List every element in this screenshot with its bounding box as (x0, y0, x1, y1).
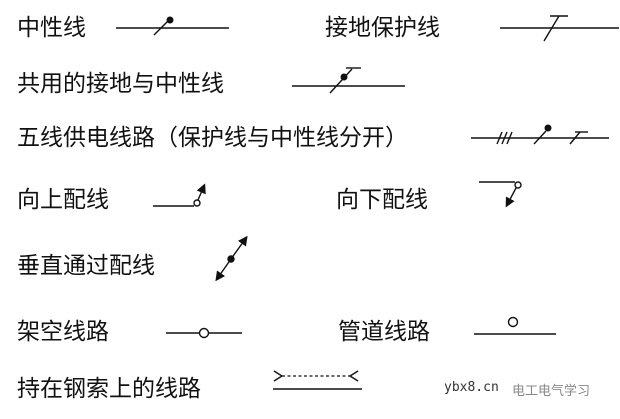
label-overhead-line: 架空线路 (17, 319, 109, 345)
watermark-account: 电工电气学习 (512, 384, 591, 399)
watermark-site: ybx8.cn (444, 380, 499, 395)
overhead-line-symbol (166, 327, 242, 339)
wiring-downward-symbol (479, 181, 522, 208)
label-wiring-downward: 向下配线 (336, 187, 428, 213)
label-catenary-wire-line: 持在钢索上的线路 (17, 376, 201, 402)
conduit-line-symbol (474, 316, 556, 335)
neutral-line-symbol (116, 16, 229, 36)
label-protective-earth-line: 接地保护线 (325, 15, 440, 41)
wiring-upward-symbol (153, 183, 206, 207)
protective-earth-line-symbol (500, 15, 619, 42)
label-wiring-upward: 向上配线 (17, 187, 109, 213)
label-wiring-vertical-through: 垂直通过配线 (17, 253, 155, 279)
five-wire-line-symbol (471, 124, 609, 145)
wiring-vertical-through-symbol (215, 235, 248, 282)
label-conduit-line: 管道线路 (338, 319, 430, 345)
label-neutral-line: 中性线 (17, 15, 86, 41)
label-five-wire-line: 五线供电线路（保护线与中性线分开） (17, 125, 408, 151)
catenary-wire-line-symbol (273, 370, 362, 390)
combined-pen-line-symbol (292, 67, 405, 94)
label-combined-pen-line: 共用的接地与中性线 (17, 71, 224, 97)
